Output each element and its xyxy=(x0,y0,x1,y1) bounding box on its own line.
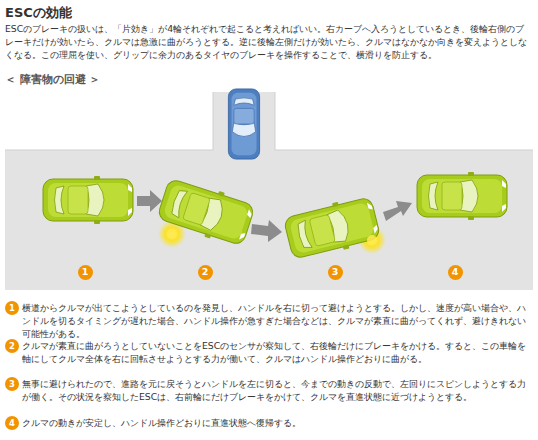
callout-number: 3 xyxy=(332,267,339,277)
callout-number: 2 xyxy=(202,267,209,277)
green-car xyxy=(43,176,133,224)
road xyxy=(5,150,533,290)
section-heading: ＜ 障害物の回避 ＞ xyxy=(5,72,305,87)
callout-number: 3 xyxy=(5,377,19,391)
brake-glow xyxy=(167,229,177,239)
callout-number: 1 xyxy=(78,265,93,280)
callout-circle xyxy=(5,301,19,315)
green-car xyxy=(417,172,507,220)
step-text: クルマの動きが安定し、ハンドル操作どおりに直進状態へ復帰する。 xyxy=(22,416,533,429)
callout-circle xyxy=(198,265,213,280)
callout-number: 2 xyxy=(9,342,15,351)
callout-circle xyxy=(78,265,93,280)
green-car xyxy=(156,175,256,248)
callout-number: 3 xyxy=(9,380,15,389)
callout-circle xyxy=(448,265,463,280)
motion-arrow xyxy=(383,201,412,221)
callout-circle xyxy=(328,265,343,280)
callout-number: 2 xyxy=(198,265,213,280)
callout-circle xyxy=(5,416,19,430)
callout-number: 3 xyxy=(328,265,343,280)
step-text: 無事に避けられたので、進路を元に戻そうとハンドルを左に切ると、今までの動きの反動… xyxy=(22,377,533,403)
callout-number: 4 xyxy=(452,267,459,277)
title: ESCの効能 xyxy=(5,4,72,22)
road-edge xyxy=(275,150,533,151)
road-edge xyxy=(5,150,213,151)
motion-arrow xyxy=(137,190,162,212)
blue-car xyxy=(228,89,259,159)
motion-arrow xyxy=(251,220,282,242)
callout-number: 1 xyxy=(5,301,19,315)
callout-number: 4 xyxy=(448,265,463,280)
step-text: 横道からクルマが出てこようとしているのを発見し、ハンドルを右に切って避けようとす… xyxy=(22,301,533,341)
callout-number: 1 xyxy=(9,304,15,313)
callout-number: 4 xyxy=(5,416,19,430)
green-car xyxy=(283,194,382,262)
callout-circle xyxy=(5,339,19,353)
road-edge xyxy=(275,92,276,150)
callout-number: 2 xyxy=(5,339,19,353)
callout-number: 1 xyxy=(82,267,89,277)
callout-number: 4 xyxy=(9,419,15,428)
step-text: クルマが素直に曲がろうとしていないことをESCのセンサが察知して、右後輪だけにブ… xyxy=(22,339,533,365)
callout-circle xyxy=(5,377,19,391)
road-edge xyxy=(213,92,214,150)
intro-text: ESCのブレーキの扱いは、「片効き」が4輪それぞれで起こると考えればいい。右カー… xyxy=(5,22,533,62)
brake-glow xyxy=(367,235,377,245)
